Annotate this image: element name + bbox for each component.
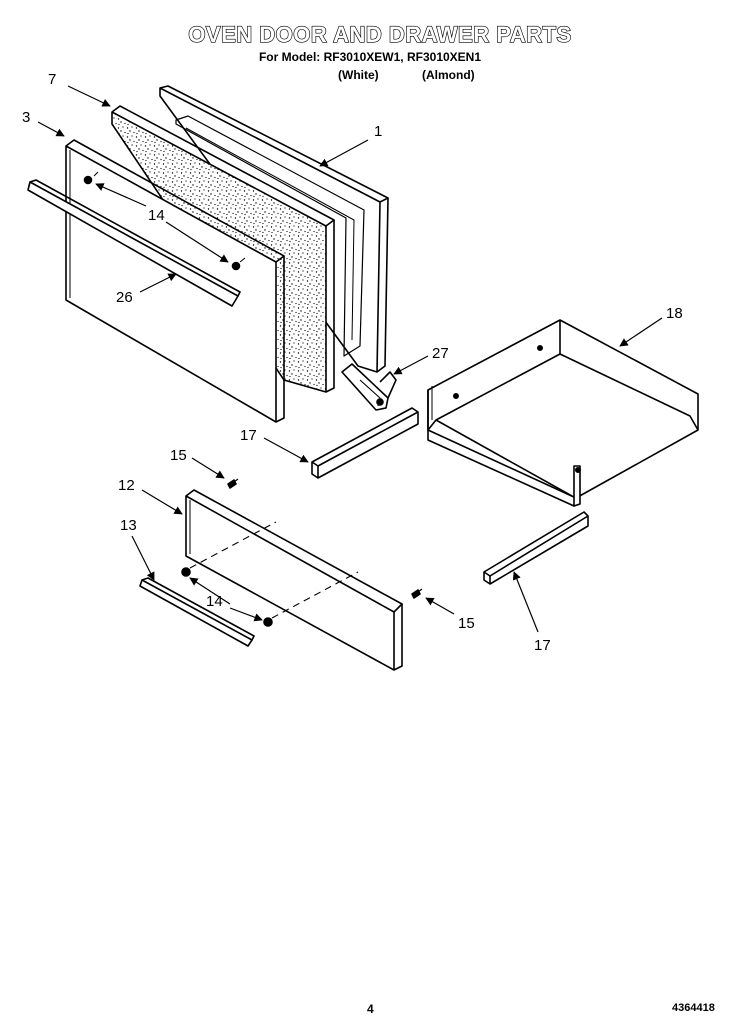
alignment-lines <box>189 521 359 619</box>
callout-14-top: 14 <box>148 207 165 224</box>
callout-1: 1 <box>374 123 382 140</box>
callout-3: 3 <box>22 109 30 126</box>
drawer-handle <box>139 577 255 647</box>
drawer-slide-left <box>311 407 419 479</box>
page-number: 4 <box>367 1002 374 1016</box>
drawer-body <box>427 319 699 507</box>
document-number: 4364418 <box>672 1002 715 1014</box>
drawer-front-panel <box>185 489 403 671</box>
callout-15-left: 15 <box>170 447 187 464</box>
callout-18: 18 <box>666 305 683 322</box>
screw-14-c <box>181 567 191 577</box>
door-hinge <box>341 363 397 411</box>
callout-7: 7 <box>48 71 56 88</box>
callout-26: 26 <box>116 289 133 306</box>
callout-12: 12 <box>118 477 135 494</box>
variant-labels: (White) (Almond) <box>338 68 475 82</box>
leader-lines <box>37 85 663 633</box>
screw-15-right <box>411 588 423 599</box>
drawer-slide-right <box>483 511 589 585</box>
screw-15-top <box>227 478 239 489</box>
screw-14-a <box>83 175 93 185</box>
model-line: For Model: RF3010XEW1, RF3010XEN1 <box>258 50 482 64</box>
callout-17-right: 17 <box>534 637 551 654</box>
outer-door-panel <box>65 139 285 423</box>
screw-14-d <box>263 617 273 627</box>
callout-17-left: 17 <box>240 427 257 444</box>
variant-white: (White) <box>338 68 379 82</box>
callout-13: 13 <box>120 517 137 534</box>
callout-15-right: 15 <box>458 615 475 632</box>
door-handle <box>27 179 241 307</box>
callout-27: 27 <box>432 345 449 362</box>
variant-almond: (Almond) <box>422 68 475 82</box>
screw-14-b <box>231 261 241 271</box>
callout-labels: 7 3 1 14 26 18 27 17 15 12 13 14 15 17 <box>22 71 683 654</box>
callout-14-bottom: 14 <box>206 593 223 610</box>
page-title: OVEN DOOR AND DRAWER PARTS <box>188 21 572 47</box>
